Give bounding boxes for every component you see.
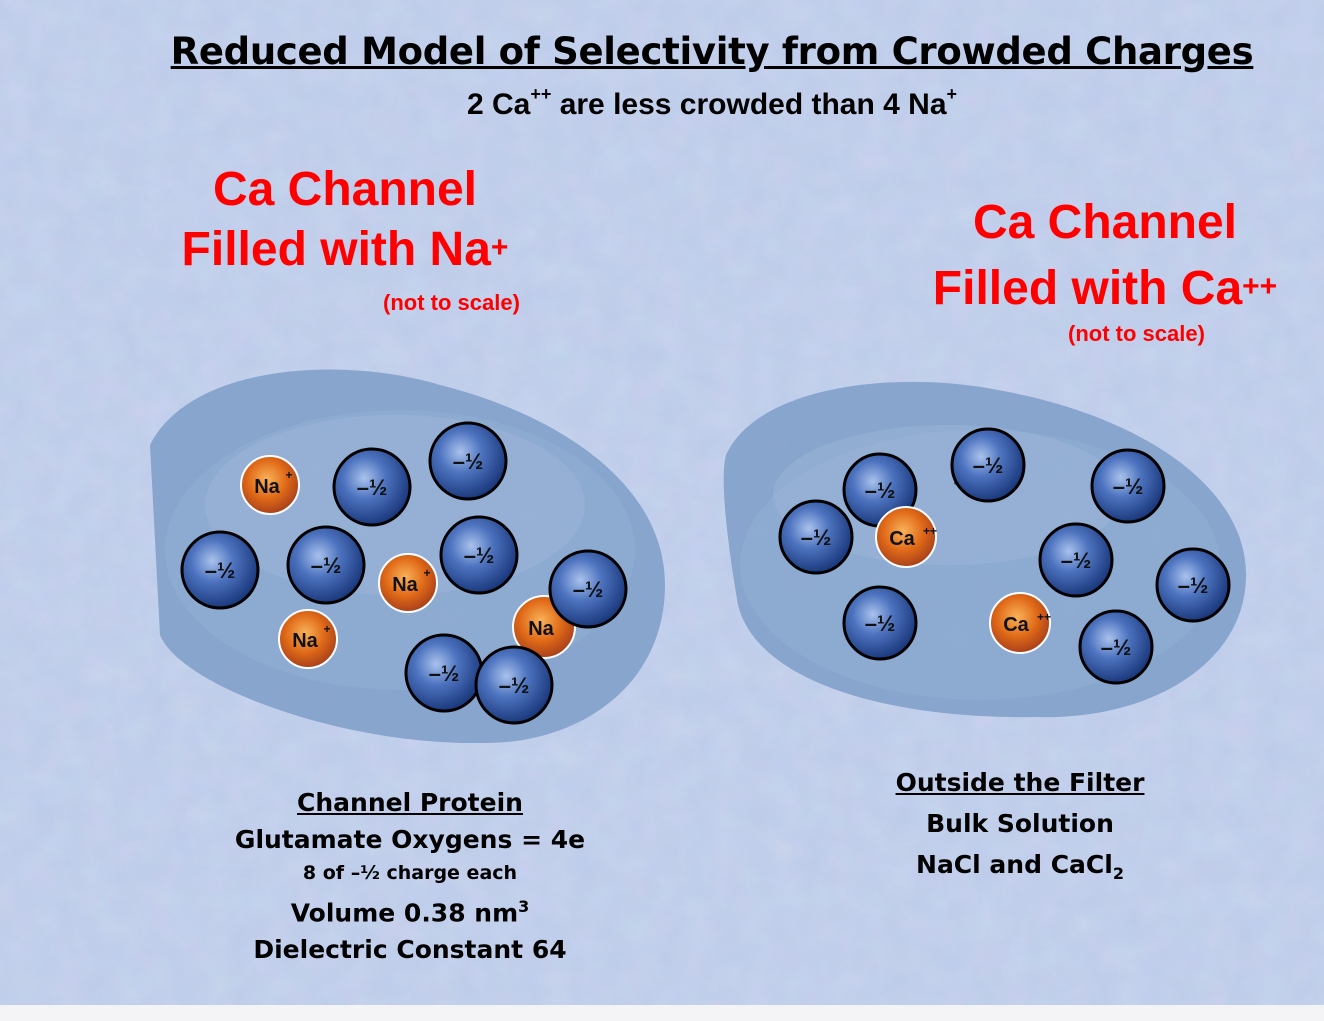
svg-text:Ca: Ca [889,528,915,550]
svg-text:–½: –½ [1101,635,1132,660]
left-heading-line1: Ca Channel [212,163,478,216]
svg-text:–½: –½ [311,553,342,578]
svg-text:–½: –½ [464,543,495,568]
right-heading-line1: Ca Channel [972,196,1238,249]
slide-title: Reduced Model of Selectivity from Crowde… [170,30,1254,73]
left-caption-line4: Dielectric Constant 64 [253,935,567,965]
svg-text:Na: Na [254,476,280,498]
left-caption-heading: Channel Protein [297,788,523,817]
right-scale-note: (not to scale) [1068,321,1205,346]
left-oxygen-4: –½ [286,525,366,605]
right-oxygen-1: –½ [950,427,1026,503]
left-caption-line1: Glutamate Oxygens = 4e [234,825,586,854]
svg-text:++: ++ [1037,610,1051,624]
svg-text:–½: –½ [1113,474,1144,499]
svg-text:–½: –½ [357,475,388,500]
left-oxygen-6: –½ [548,549,628,629]
right-oxygen-6: –½ [1155,547,1231,623]
left-ion-na-3: Na + [278,609,338,669]
svg-text:Ca: Ca [1003,614,1029,636]
left-caption-line3: Volume 0.38 nm3 [290,897,530,928]
right-caption-line2: NaCl and CaCl2 [916,850,1124,883]
svg-text:–½: –½ [865,478,896,503]
slide-subtitle: 2 Ca++ are less crowded than 4 Na+ [466,84,958,121]
svg-text:+: + [285,468,292,482]
right-heading: Ca Channel Filled with Ca++ [880,190,1324,322]
left-heading-line2: Filled with Na+ [181,223,509,276]
svg-text:+: + [423,566,430,580]
right-caption-line1: Bulk Solution [926,809,1114,838]
svg-text:Na: Na [392,574,418,596]
right-channel-diagram: 4 –½ –½ –½ –½ Ca++ –½ –½ –½ Ca++ –½ [723,381,1246,718]
left-oxygen-3: –½ [180,530,260,610]
svg-text:–½: –½ [429,661,460,686]
svg-text:–½: –½ [453,449,484,474]
right-ion-ca-2: Ca ++ [989,592,1051,654]
right-caption-heading: Outside the Filter [895,768,1145,797]
svg-text:–½: –½ [205,558,236,583]
svg-text:Na: Na [292,630,318,652]
right-oxygen-7: –½ [842,585,918,661]
svg-text:Na: Na [528,618,554,640]
left-ion-na-2: Na + [378,553,438,613]
right-oxygen-5: –½ [1038,522,1114,598]
right-oxygen-8: –½ [1078,609,1154,685]
left-caption: Channel Protein Glutamate Oxygens = 4e 8… [200,784,620,968]
left-scale-note: (not to scale) [383,290,520,315]
left-oxygen-1: –½ [428,421,508,501]
svg-text:–½: –½ [499,673,530,698]
svg-text:–½: –½ [865,611,896,636]
left-oxygen-7: –½ [404,633,484,713]
svg-text:–½: –½ [1061,548,1092,573]
svg-text:–½: –½ [801,525,832,550]
svg-text:–½: –½ [1178,573,1209,598]
right-caption: Outside the Filter Bulk Solution NaCl an… [840,764,1200,892]
right-ion-ca-1: Ca ++ [875,506,937,568]
svg-text:–½: –½ [973,453,1004,478]
left-heading: Ca Channel Filled with Na+ [130,160,560,280]
left-ion-na-1: Na + [240,455,300,515]
right-heading-line2: Filled with Ca++ [932,262,1278,315]
left-channel-diagram: –½ –½ –½ –½ –½ Na + Na + Na + Na + –½ –½ –½ [150,369,665,744]
left-oxygen-8: –½ [474,645,554,725]
left-caption-line2: 8 of –½ charge each [302,862,518,884]
svg-text:+: + [323,622,330,636]
left-oxygen-5: –½ [439,515,519,595]
svg-text:++: ++ [923,524,937,538]
right-oxygen-3: –½ [1090,448,1166,524]
right-oxygen-4: –½ [778,499,854,575]
left-oxygen-2: –½ [332,447,412,527]
svg-text:–½: –½ [573,577,604,602]
